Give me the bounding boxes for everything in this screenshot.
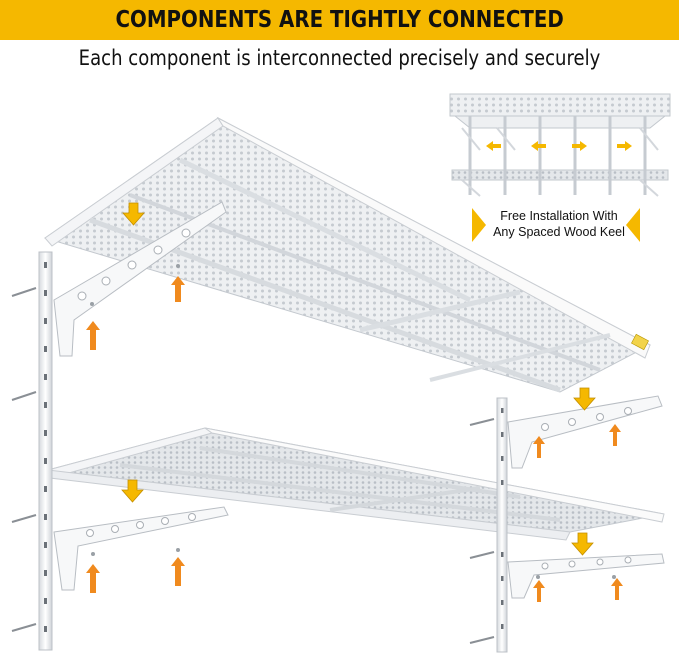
arrow-up-icon <box>86 564 100 593</box>
arrow-down-icon <box>122 202 145 226</box>
arrow-up-icon <box>171 557 185 586</box>
arrow-up-icon <box>609 424 621 446</box>
arrow-left-icon <box>486 141 501 151</box>
lower-right-bracket <box>507 553 665 599</box>
lower-shelf <box>46 427 665 541</box>
inset-caption-line-2: Any Spaced Wood Keel <box>493 225 625 239</box>
arrow-left-icon <box>531 141 546 151</box>
screw-icon <box>469 418 495 644</box>
arrow-up-icon <box>533 580 545 602</box>
lower-left-bracket <box>53 506 229 591</box>
header-banner: COMPONENTS ARE TIGHTLY CONNECTED <box>0 0 679 40</box>
arrow-left-icon <box>626 208 640 242</box>
label-tag <box>631 333 649 351</box>
inset-ceiling-view <box>449 93 671 197</box>
arrow-up-icon <box>611 578 623 600</box>
screw-icon <box>11 287 37 632</box>
inset-caption-line-1: Free Installation With <box>500 209 618 223</box>
upper-shelf <box>43 116 652 393</box>
screw-icon <box>90 264 616 579</box>
arrow-up-icon <box>86 321 100 350</box>
arrow-down-icon <box>571 532 594 556</box>
arrow-up-icon <box>171 276 185 302</box>
subtitle: Each component is interconnected precise… <box>78 46 601 70</box>
arrow-down-icon <box>573 387 596 411</box>
arrow-right-icon <box>617 141 632 151</box>
inset-caption: Free Installation With Any Spaced Wood K… <box>480 208 638 240</box>
right-wall-standard <box>496 397 508 653</box>
arrow-right-icon <box>472 208 486 242</box>
banner-title: COMPONENTS ARE TIGHTLY CONNECTED <box>115 7 564 33</box>
arrow-up-icon <box>533 436 545 458</box>
arrow-right-icon <box>572 141 587 151</box>
arrow-down-icon <box>121 479 144 503</box>
left-wall-standard <box>38 251 53 651</box>
upper-right-bracket <box>507 395 663 469</box>
upper-left-bracket <box>53 201 227 357</box>
